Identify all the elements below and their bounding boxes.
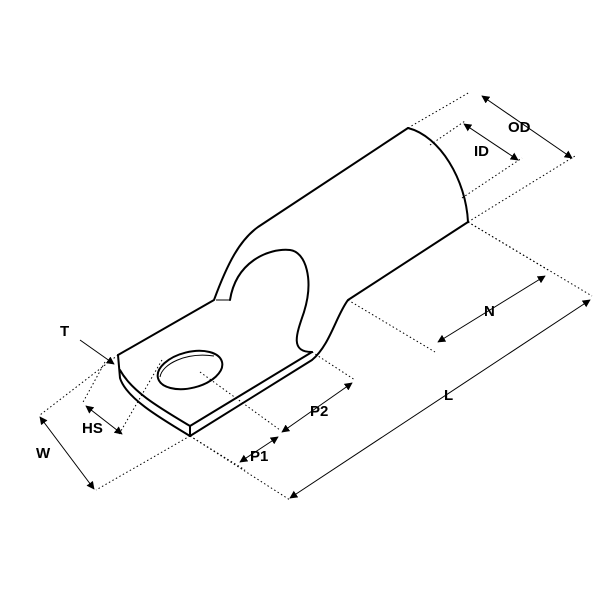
stud-hole-rim <box>159 354 215 378</box>
label-id: ID <box>474 143 489 160</box>
label-p2: P2 <box>310 403 328 420</box>
label-t: T <box>60 323 69 340</box>
label-hs: HS <box>82 420 103 437</box>
label-p1: P1 <box>250 448 268 465</box>
hs-dimension <box>85 405 123 435</box>
label-od: OD <box>508 119 531 136</box>
stud-hole <box>156 349 224 391</box>
extension-lines <box>39 91 593 501</box>
dimension-labels: OD ID N L T HS W P1 P2 <box>36 119 531 465</box>
lug-body <box>117 127 469 437</box>
barrel-bottom-edge <box>189 221 469 437</box>
tongue-outline <box>117 354 191 437</box>
p1-dimension <box>239 436 279 463</box>
label-l: L <box>444 387 453 404</box>
p2-dimension <box>281 382 353 433</box>
barrel-top-edge <box>117 127 409 356</box>
label-n: N <box>484 303 495 320</box>
flare-opening <box>229 248 313 353</box>
w-dimension <box>39 416 95 490</box>
t-dimension <box>79 339 115 365</box>
dimension-arrows <box>39 95 591 499</box>
id-dimension <box>463 123 519 161</box>
label-w: W <box>36 445 51 462</box>
l-dimension <box>289 299 591 499</box>
barrel-end <box>407 127 469 223</box>
od-dimension <box>481 95 573 159</box>
